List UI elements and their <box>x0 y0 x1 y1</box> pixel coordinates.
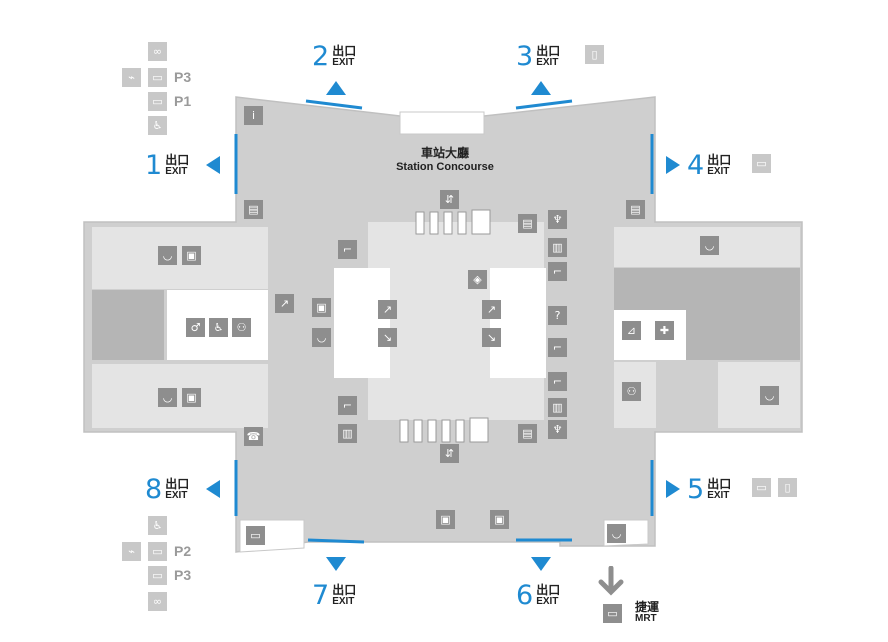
exit-5-arrow <box>666 480 680 498</box>
concourse-label: 車站大廳 Station Concourse <box>396 146 494 173</box>
escalator-up-icon: ↗ <box>378 300 397 319</box>
mrt-icon: ▭ <box>603 604 622 623</box>
left-wing-shops-bottom <box>92 364 268 428</box>
locker-icon: ▥ <box>548 398 567 417</box>
ticket-machine-icon: ▤ <box>518 424 537 443</box>
stairs-icon: ⌐ <box>548 262 567 281</box>
nursing-room-icon: ⚇ <box>622 382 641 401</box>
car-icon: ▭ <box>148 542 167 561</box>
exit-4-arrow <box>666 156 680 174</box>
top-notch <box>399 111 485 135</box>
telephone-icon: ☎ <box>244 427 263 446</box>
left-wing-dark-block <box>92 290 164 360</box>
bicycle-icon: ∞ <box>148 42 167 61</box>
taxi-icon: ▭ <box>752 154 771 173</box>
exit-8-arrow <box>206 480 220 498</box>
accessible-parking-icon: ♿ <box>148 116 167 135</box>
gift-shop-icon: ▣ <box>312 298 331 317</box>
exit-edges <box>234 99 654 544</box>
ticket-machine-icon: ▤ <box>518 214 537 233</box>
right-platform <box>490 268 546 378</box>
gift-shop-icon: ▣ <box>490 510 509 529</box>
mrt-label[interactable]: 捷運 MRT <box>635 600 660 624</box>
water-fountain-icon: ♆ <box>548 420 567 439</box>
accessible-toilet-icon: ♿ <box>209 318 228 337</box>
bus-icon: ▭ <box>752 478 771 497</box>
exit-6-arrow <box>531 557 551 571</box>
ticket-machine-icon: ▤ <box>626 200 645 219</box>
security-icon: ◈ <box>468 270 487 289</box>
lost-and-found-icon: ⊿ <box>622 321 641 340</box>
bus-stop-icon: ▯ <box>778 478 797 497</box>
scooter-icon: ⌁ <box>122 542 141 561</box>
exit-3-arrow <box>531 81 551 95</box>
restaurant-icon: ◡ <box>312 328 331 347</box>
stairs-icon: ⌐ <box>338 396 357 415</box>
gift-shop-icon: ▣ <box>182 246 201 265</box>
exit-7-arrow <box>326 557 346 571</box>
exit-1-arrow <box>206 156 220 174</box>
arrow-down-icon <box>598 566 624 596</box>
escalator-down-icon: ↘ <box>482 328 501 347</box>
ticket-machine-icon: ▤ <box>244 200 263 219</box>
water-fountain-icon: ♆ <box>548 210 567 229</box>
restaurant-icon: ◡ <box>158 246 177 265</box>
car-icon: ▭ <box>148 92 167 111</box>
parking-level: P3 <box>174 567 192 583</box>
help-icon[interactable]: ? <box>548 306 567 325</box>
bicycle-icon: ∞ <box>148 592 167 611</box>
gates-bottom <box>399 417 489 443</box>
car-icon: ▭ <box>148 566 167 585</box>
restaurant-icon: ◡ <box>760 386 779 405</box>
left-platform <box>334 268 390 378</box>
accessible-parking-icon: ♿ <box>148 516 167 535</box>
first-aid-icon: ✚ <box>655 321 674 340</box>
elevator-icon: ⇵ <box>440 444 459 463</box>
family-restroom-icon: ⚇ <box>232 318 251 337</box>
direction-sign-icon: ↗ <box>275 294 294 313</box>
parking-level: P1 <box>174 93 192 109</box>
gates-top <box>415 209 491 235</box>
taxi-stand-icon: ▭ <box>246 526 265 545</box>
locker-icon: ▥ <box>338 424 357 443</box>
left-wing-shops-top <box>92 227 268 289</box>
exit-number: 1 <box>145 150 163 181</box>
car-icon: ▭ <box>148 68 167 87</box>
restaurant-icon: ◡ <box>700 236 719 255</box>
escalator-down-icon: ↘ <box>378 328 397 347</box>
stairs-icon: ⌐ <box>548 338 567 357</box>
parking-level: P2 <box>174 543 192 559</box>
gift-shop-icon: ▣ <box>182 388 201 407</box>
stairs-icon: ⌐ <box>338 240 357 259</box>
stairs-icon: ⌐ <box>548 372 567 391</box>
restaurant-icon: ◡ <box>158 388 177 407</box>
exit-2-arrow <box>326 81 346 95</box>
right-wing-shops-bottom <box>718 362 800 428</box>
restaurant-icon: ◡ <box>607 524 626 543</box>
bus-stop-icon: ▯ <box>585 45 604 64</box>
restroom-icon: ♂ <box>186 318 205 337</box>
scooter-icon: ⌁ <box>122 68 141 87</box>
locker-icon: ▥ <box>548 238 567 257</box>
info-icon[interactable]: i <box>244 106 263 125</box>
parking-level: P3 <box>174 69 192 85</box>
elevator-icon: ⇵ <box>440 190 459 209</box>
escalator-up-icon: ↗ <box>482 300 501 319</box>
gift-shop-icon: ▣ <box>436 510 455 529</box>
